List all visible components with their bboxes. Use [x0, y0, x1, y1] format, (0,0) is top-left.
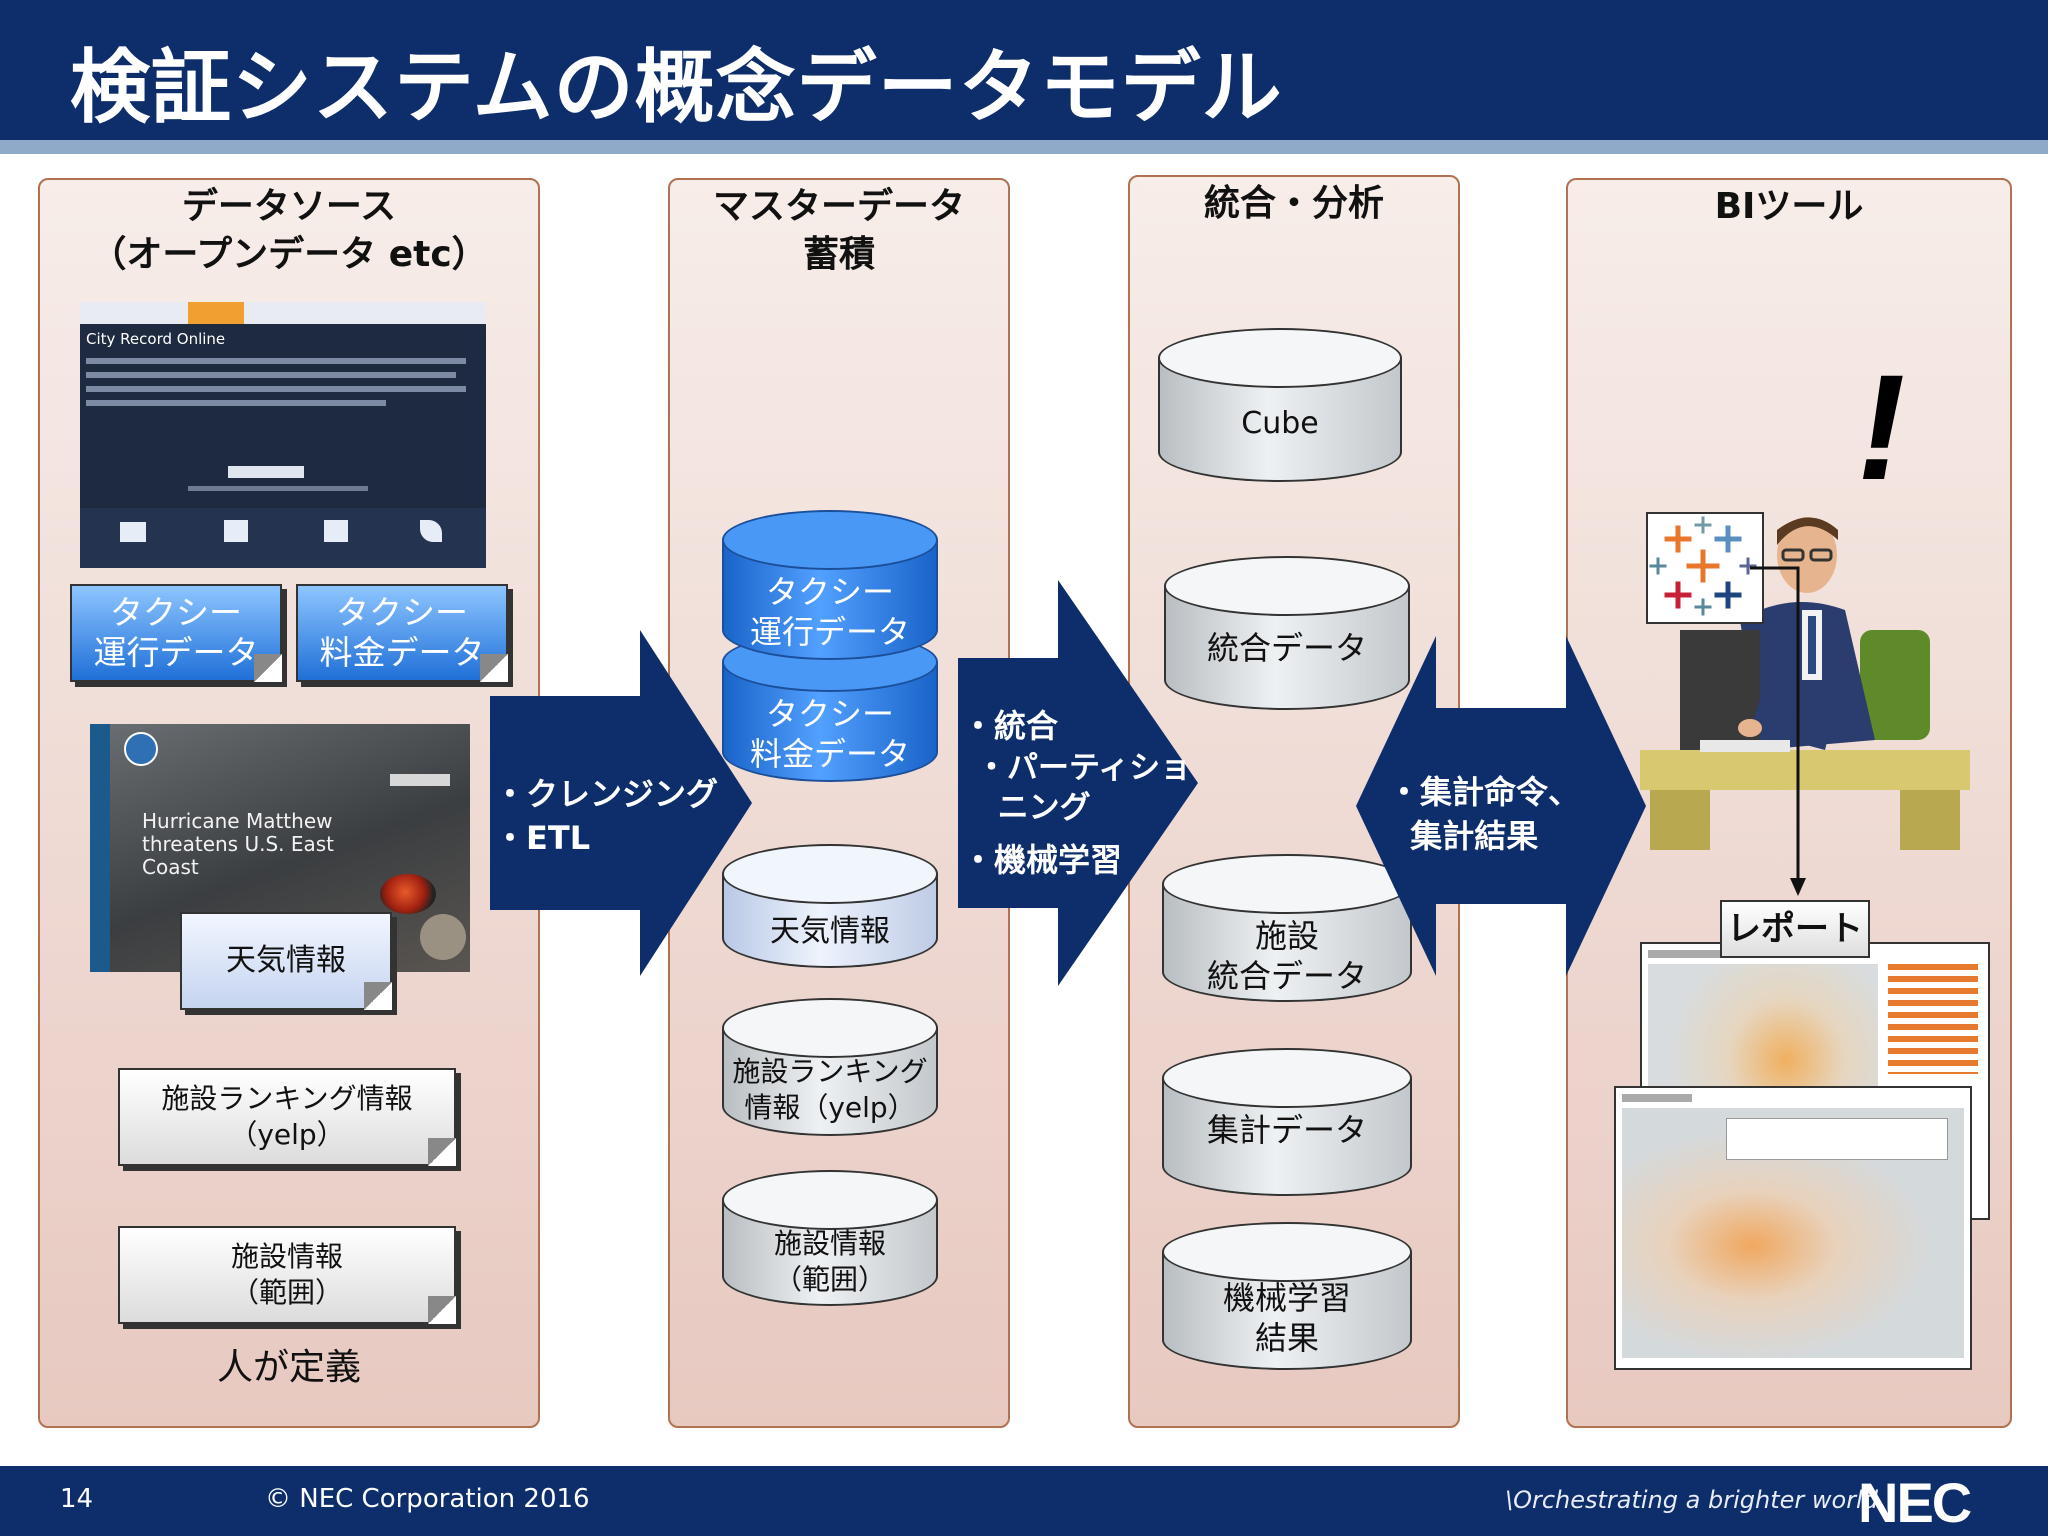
cyl-master-taxi-ops: タクシー 運行データ — [722, 510, 938, 660]
cyl-aggregate-label: 集計データ — [1206, 1111, 1367, 1149]
noaa-logo-icon — [124, 732, 158, 766]
doc-fold — [254, 654, 282, 682]
cyl-integrated-label: 統合データ — [1206, 629, 1367, 667]
cyl-master-facility-label: 施設情報 （範囲） — [773, 1227, 886, 1296]
cyl-master-ranking: 施設ランキング 情報（yelp） — [722, 998, 938, 1136]
report-label: レポート — [1720, 900, 1870, 958]
arrow-integration-label-3: ・機械学習 — [962, 841, 1123, 879]
rock-icon — [420, 914, 466, 960]
doc-weather: 天気情報 — [180, 912, 392, 1010]
master-title: マスターデータ 蓄積 — [712, 186, 965, 275]
report-map-pickup — [1614, 1086, 1972, 1370]
doc-fold — [364, 982, 392, 1010]
cylinder-top — [1162, 854, 1412, 914]
cyl-aggregate: 集計データ — [1162, 1048, 1412, 1196]
screenshot-title: City Record Online — [86, 330, 226, 348]
cylinder-top — [722, 1170, 938, 1230]
doc-fold — [428, 1138, 456, 1166]
screenshot-topbar — [80, 302, 486, 324]
cylinder-top — [1164, 556, 1410, 616]
arrow-aggregate-exchange — [1356, 636, 1646, 976]
cyl-master-taxi-fare-label: タクシー 料金データ — [749, 695, 910, 773]
tagline: \Orchestrating a brighter world — [1505, 1486, 1878, 1514]
screenshot-search-box — [390, 774, 450, 786]
cylinder-top — [722, 998, 938, 1058]
tableau-logo-icon — [1646, 512, 1764, 624]
screenshot-text-line — [188, 486, 368, 491]
cyl-cube: Cube — [1158, 328, 1402, 482]
footer-bar — [0, 1466, 2048, 1536]
cylinder-top — [1162, 1222, 1412, 1282]
building-icon — [224, 520, 248, 542]
doc-fold — [428, 1296, 456, 1324]
arrow-cleansing — [490, 630, 752, 976]
page-number: 14 — [60, 1484, 94, 1514]
arrow-cleansing-label: ・クレンジング ・ETL — [494, 775, 719, 857]
cyl-master-facility: 施設情報 （範囲） — [722, 1170, 938, 1306]
doc-taxi-ops-label: タクシー 運行データ — [93, 593, 259, 672]
map-tooltip — [1726, 1118, 1948, 1160]
school-icon — [324, 520, 348, 542]
cyl-facility-integrated-label: 施設 統合データ — [1206, 917, 1367, 995]
tableau-logo-icon-graphic — [1649, 516, 1757, 616]
cyl-cube-label: Cube — [1241, 406, 1319, 441]
office-worker-illustration — [1640, 517, 1970, 850]
screenshot-text-line — [86, 358, 466, 364]
doc-ranking-label: 施設ランキング情報 （yelp） — [161, 1082, 413, 1151]
screenshot-icon-row — [80, 508, 486, 568]
header-bar — [0, 0, 2048, 140]
cyl-integrated: 統合データ — [1164, 556, 1410, 710]
briefcase-icon — [120, 522, 146, 542]
screenshot-text-line — [86, 386, 466, 392]
header-divider — [0, 140, 2048, 154]
screenshot-tab — [188, 302, 244, 324]
cyl-master-taxi-ops-label: タクシー 運行データ — [749, 573, 910, 651]
doc-facility-label: 施設情報 （範囲） — [230, 1240, 343, 1309]
doc-taxi-fare: タクシー 料金データ — [296, 584, 508, 682]
arrow-integration — [958, 580, 1198, 986]
doc-facility: 施設情報 （範囲） — [118, 1226, 456, 1324]
screenshot-text-line — [86, 372, 456, 378]
doc-weather-label: 天気情報 — [226, 943, 346, 978]
screenshot-headline: Hurricane Matthew threatens U.S. East Co… — [142, 809, 335, 879]
cyl-facility-integrated: 施設 統合データ — [1162, 854, 1412, 1002]
cylinder-top — [722, 510, 938, 570]
page-title: 検証システムの概念データモデル — [70, 41, 1283, 134]
cylinder-top — [1162, 1048, 1412, 1108]
source-title: データソース （オープンデータ etc） — [90, 186, 488, 275]
map-legend — [1888, 964, 1978, 1074]
cyl-ml-result: 機械学習 結果 — [1162, 1222, 1412, 1370]
screenshot-search-box — [228, 466, 304, 478]
analysis-title: 統合・分析 — [1203, 183, 1384, 224]
cylinder-top — [722, 844, 938, 904]
arrow-aggregate-label: ・集計命令、 集計結果 — [1388, 773, 1581, 855]
cylinder-top — [1158, 328, 1402, 388]
cyl-master-weather-label: 天気情報 — [770, 914, 890, 949]
copyright: © NEC Corporation 2016 — [265, 1484, 590, 1514]
cyl-ml-result-label: 機械学習 結果 — [1222, 1279, 1351, 1357]
doc-fold — [480, 654, 508, 682]
hurricane-icon — [380, 874, 436, 914]
noaa-screenshot: Hurricane Matthew threatens U.S. East Co… — [90, 724, 470, 972]
arrow-integration-label-2: ・パーティショ ニング — [976, 750, 1192, 826]
doc-taxi-fare-label: タクシー 料金データ — [319, 593, 485, 672]
map-title-line — [1648, 950, 1728, 958]
screenshot-text-line — [86, 400, 386, 406]
leaf-icon — [420, 520, 442, 542]
map-title-line — [1622, 1094, 1692, 1102]
connector-arrow — [1750, 566, 1806, 896]
cyl-master-ranking-label: 施設ランキング 情報（yelp） — [732, 1055, 928, 1124]
nec-logo: NEC — [1858, 1471, 1972, 1534]
screenshot-sidebar — [90, 724, 110, 972]
human-defined-label: 人が定義 — [216, 1347, 361, 1388]
doc-taxi-ops: タクシー 運行データ — [70, 584, 282, 682]
cyl-master-weather: 天気情報 — [722, 844, 938, 968]
nyc-opendata-screenshot: City Record Online — [80, 302, 486, 568]
arrow-integration-label-1: ・統合 — [962, 707, 1059, 745]
bi-title: BIツール — [1714, 186, 1864, 227]
doc-ranking: 施設ランキング情報 （yelp） — [118, 1068, 456, 1166]
